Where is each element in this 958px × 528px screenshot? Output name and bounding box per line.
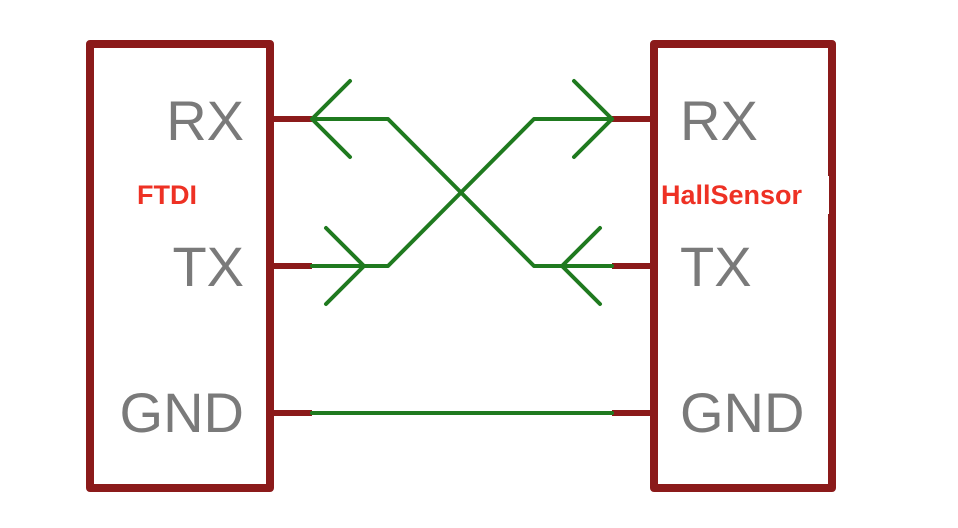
right-device-name: HallSensor: [661, 180, 803, 210]
wires: [310, 117, 614, 415]
wire-sensor-tx-to-ftdi-rx: [310, 117, 614, 268]
left-pin-gnd-label: GND: [120, 381, 244, 444]
arrow-out-of-ftdi-tx: [324, 226, 366, 306]
left-device: RX TX GND FTDI: [86, 40, 274, 492]
right-pin-gnd-label: GND: [680, 381, 804, 444]
pin-stubs: [270, 116, 654, 416]
arrowheads: [310, 79, 614, 306]
arrow-into-ftdi-rx: [310, 79, 352, 159]
right-pin-tx-label: TX: [680, 235, 752, 298]
left-pin-rx-label: RX: [166, 89, 244, 152]
arrow-out-of-sensor-tx: [560, 226, 602, 306]
arrow-into-sensor-rx: [572, 79, 614, 159]
left-device-name: FTDI: [137, 180, 197, 210]
right-pin-rx-label: RX: [680, 89, 758, 152]
left-pin-tx-label: TX: [172, 235, 244, 298]
right-device: RX TX GND HallSensor: [650, 40, 836, 492]
right-device-name-background: [659, 176, 829, 214]
